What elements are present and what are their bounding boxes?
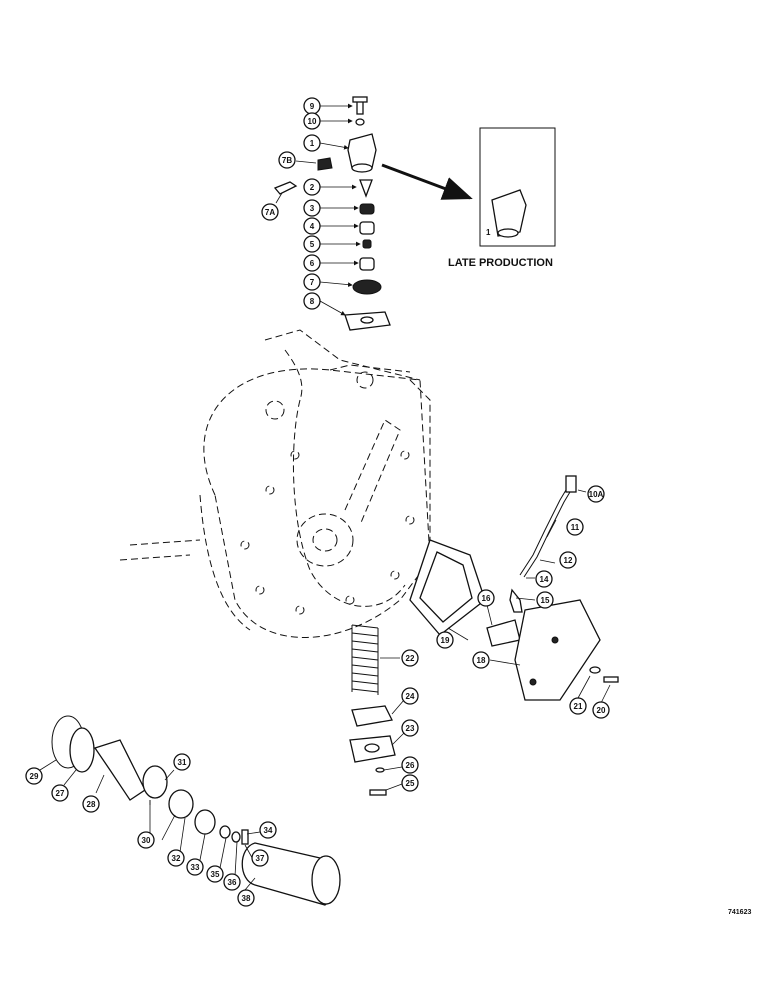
callout-circle	[303, 134, 321, 152]
inset-late-production: 1 LATE PRODUCTION	[381, 127, 556, 269]
callout-circle	[303, 292, 321, 310]
callout-label: 3	[310, 204, 315, 213]
callout-label: 9	[310, 102, 315, 111]
callout-circle	[477, 589, 495, 607]
callout-circle	[472, 651, 490, 669]
callout-label: 11	[571, 523, 580, 532]
callout-circle	[303, 178, 321, 196]
callout-label: 18	[477, 656, 486, 665]
callout-circle	[592, 701, 610, 719]
callout-circle	[303, 217, 321, 235]
callout-circle	[401, 774, 419, 792]
callout-circle	[51, 784, 69, 802]
callout-circle	[401, 649, 419, 667]
callout-circle	[303, 254, 321, 272]
inset-caption: LATE PRODUCTION	[448, 257, 553, 269]
callout-label: 24	[406, 692, 415, 701]
callout-label: 33	[191, 863, 200, 872]
callout-circle	[303, 199, 321, 217]
callout-circle	[303, 273, 321, 291]
callout-label: 16	[482, 594, 491, 603]
spring-assembly	[349, 624, 396, 796]
callout-circle	[278, 151, 296, 169]
callout-label: 35	[211, 870, 220, 879]
callout-circle	[25, 767, 43, 785]
callout-circle	[82, 795, 100, 813]
callout-label: 25	[406, 779, 415, 788]
callout-label: 27	[56, 789, 65, 798]
callout-label: 10	[308, 117, 317, 126]
callout-circle	[237, 889, 255, 907]
callout-circle	[259, 821, 277, 839]
callout-circle	[137, 831, 155, 849]
callout-label: 21	[574, 702, 583, 711]
callout-label: 37	[256, 854, 265, 863]
callout-label: 22	[406, 654, 415, 663]
callout-label: 28	[87, 800, 96, 809]
gear-housing	[119, 329, 431, 638]
callout-label: 1	[310, 139, 315, 148]
callout-label: 38	[242, 894, 251, 903]
callout-circle	[569, 697, 587, 715]
callout-circle	[167, 849, 185, 867]
callout-label: 36	[228, 878, 237, 887]
callout-circle	[436, 631, 454, 649]
callout-circle	[223, 873, 241, 891]
callout-label: 15	[541, 596, 550, 605]
callout-circle	[303, 235, 321, 253]
callout-label: 5	[310, 240, 315, 249]
callout-circle	[206, 865, 224, 883]
top-part-stack	[273, 96, 391, 331]
callout-circle	[535, 570, 553, 588]
callout-circle	[261, 203, 279, 221]
callout-circle	[401, 719, 419, 737]
callout-label: 34	[264, 826, 273, 835]
callout-circle	[251, 849, 269, 867]
inset-part-number: 1	[486, 228, 491, 237]
callout-label: 30	[142, 836, 151, 845]
callout-label: 20	[597, 706, 606, 715]
callout-label: 7A	[265, 208, 275, 217]
callout-label: 23	[406, 724, 415, 733]
callout-circle	[559, 551, 577, 569]
callout-label: 32	[172, 854, 181, 863]
callout-label: 26	[406, 761, 415, 770]
callout-circle	[186, 858, 204, 876]
callout-label: 6	[310, 259, 315, 268]
callout-label: 19	[441, 636, 450, 645]
callout-circle	[566, 518, 584, 536]
callout-label: 14	[540, 575, 549, 584]
callout-label: 10A	[589, 490, 604, 499]
callout-circle	[173, 753, 191, 771]
callout-label: 4	[310, 222, 315, 231]
figure-number: 741623	[728, 909, 751, 916]
callout-circle	[536, 591, 554, 609]
callout-circle	[401, 687, 419, 705]
callout-label: 2	[310, 183, 315, 192]
callout-label: 29	[30, 772, 39, 781]
callout-circle	[401, 756, 419, 774]
callout-circle	[587, 485, 605, 503]
callout-circle	[303, 112, 321, 130]
leader-lines	[39, 103, 611, 891]
callout-label: 7	[310, 278, 315, 287]
callout-label: 7B	[282, 156, 292, 165]
callout-label: 31	[178, 758, 187, 767]
right-assembly	[409, 475, 619, 701]
callout-label: 8	[310, 297, 315, 306]
callout-label: 12	[564, 556, 573, 565]
